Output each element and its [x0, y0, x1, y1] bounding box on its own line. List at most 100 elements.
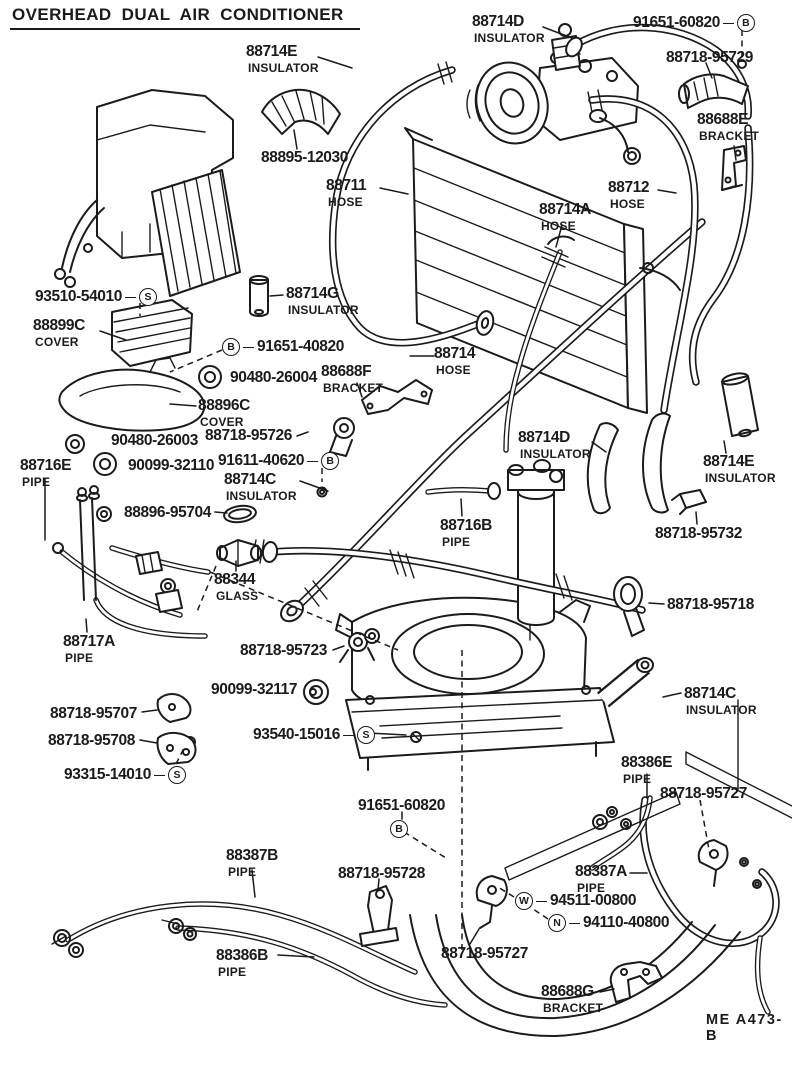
part-number: 88718-95708: [48, 732, 135, 749]
part-desc: INSULATOR: [520, 446, 591, 461]
part-number: 91651-40820: [257, 338, 344, 356]
fastener-marker: B: [321, 452, 340, 470]
bottom-small-parts: [51, 699, 792, 1003]
label-90480-26004: 90480-26004: [230, 370, 317, 386]
small-parts: [58, 59, 759, 765]
page-title: OVERHEAD DUAL AIR CONDITIONER: [10, 5, 360, 30]
dashed-lines: [139, 30, 743, 952]
compressor: [466, 23, 641, 165]
part-desc: PIPE: [577, 880, 606, 895]
leader-lines: [44, 26, 737, 993]
left-pipes: [52, 485, 208, 636]
fastener-marker: N: [548, 914, 566, 932]
part-desc: BRACKET: [699, 128, 760, 143]
part-number: 88716E: [20, 457, 72, 474]
label-88718-95728: 88718-95728: [338, 866, 425, 882]
label-88718-95726: 88718-95726: [205, 428, 292, 444]
part-number: 94110-40800: [583, 914, 670, 932]
part-number: 88714E: [246, 43, 298, 60]
part-number: 88387A: [575, 863, 627, 880]
leader-dash: [722, 22, 734, 24]
part-number: 88688G: [541, 983, 594, 1000]
part-desc: BRACKET: [543, 1000, 604, 1015]
part-number: 88714: [434, 345, 476, 362]
part-number: 91651-60820: [633, 14, 720, 32]
fastener-marker: S: [167, 766, 186, 784]
part-number: 90099-32117: [211, 681, 298, 698]
part-number: 88718-95728: [338, 865, 425, 882]
part-number: 88718-95707: [50, 705, 137, 722]
label-90099-32110: 90099-32110: [128, 457, 215, 474]
part-desc: HOSE: [541, 218, 576, 233]
label-91651-60820-bottom: 91651-60820: [358, 798, 445, 814]
label-90480-26003: 90480-26003: [111, 433, 198, 449]
part-desc: HOSE: [610, 196, 645, 211]
part-desc: PIPE: [442, 534, 471, 549]
part-desc: BRACKET: [323, 380, 384, 395]
rear-pipe-loop: [409, 914, 741, 1038]
part-number: 88688F: [321, 363, 372, 380]
leader-dash: [153, 774, 165, 776]
part-number: 88688E: [697, 111, 749, 128]
part-desc: INSULATOR: [474, 30, 545, 45]
rear-cooling-unit: [335, 596, 615, 771]
label-90099-32117: 90099-32117: [211, 681, 298, 698]
label-88718-95723: 88718-95723: [240, 643, 327, 659]
part-desc: INSULATOR: [686, 702, 757, 717]
part-number: 93540-15016: [253, 726, 340, 744]
part-number: 88896C: [198, 397, 250, 414]
label-88896-95704: 88896-95704: [124, 505, 211, 521]
label-88895-12030: 88895-12030: [261, 150, 348, 166]
part-desc: INSULATOR: [705, 470, 776, 485]
part-number: 88718-95729: [666, 49, 753, 66]
part-number: 88895-12030: [261, 149, 348, 166]
part-number: 88714C: [684, 685, 736, 702]
label-88718-95708: 88718-95708: [48, 733, 135, 749]
leader-dash: [243, 346, 254, 348]
evaporator-unit: [54, 89, 241, 297]
part-number: 88387B: [226, 847, 278, 864]
part-number: 88718-95723: [240, 642, 327, 659]
part-number: 90099-32110: [128, 457, 215, 474]
label-88718-95727-right: 88718-95727: [660, 786, 747, 802]
hose-fittings: [251, 36, 681, 623]
leader-dash: [536, 900, 547, 902]
part-desc: HOSE: [328, 194, 363, 209]
part-desc: GLASS: [216, 588, 259, 603]
part-number: 88714A: [539, 201, 591, 218]
fastener-marker: W: [515, 892, 533, 910]
part-number: 88718-95727: [660, 785, 747, 802]
part-number: 91651-60820: [358, 797, 445, 814]
part-desc: PIPE: [218, 964, 247, 979]
part-number: 88714D: [472, 13, 524, 30]
leader-dash: [342, 734, 354, 736]
part-number: 88714G: [286, 285, 339, 302]
part-number: 88711: [326, 177, 367, 194]
part-number: 88718-95726: [205, 427, 292, 444]
part-number: 88386E: [621, 754, 673, 771]
part-desc: INSULATOR: [248, 60, 319, 75]
part-desc: PIPE: [22, 474, 51, 489]
